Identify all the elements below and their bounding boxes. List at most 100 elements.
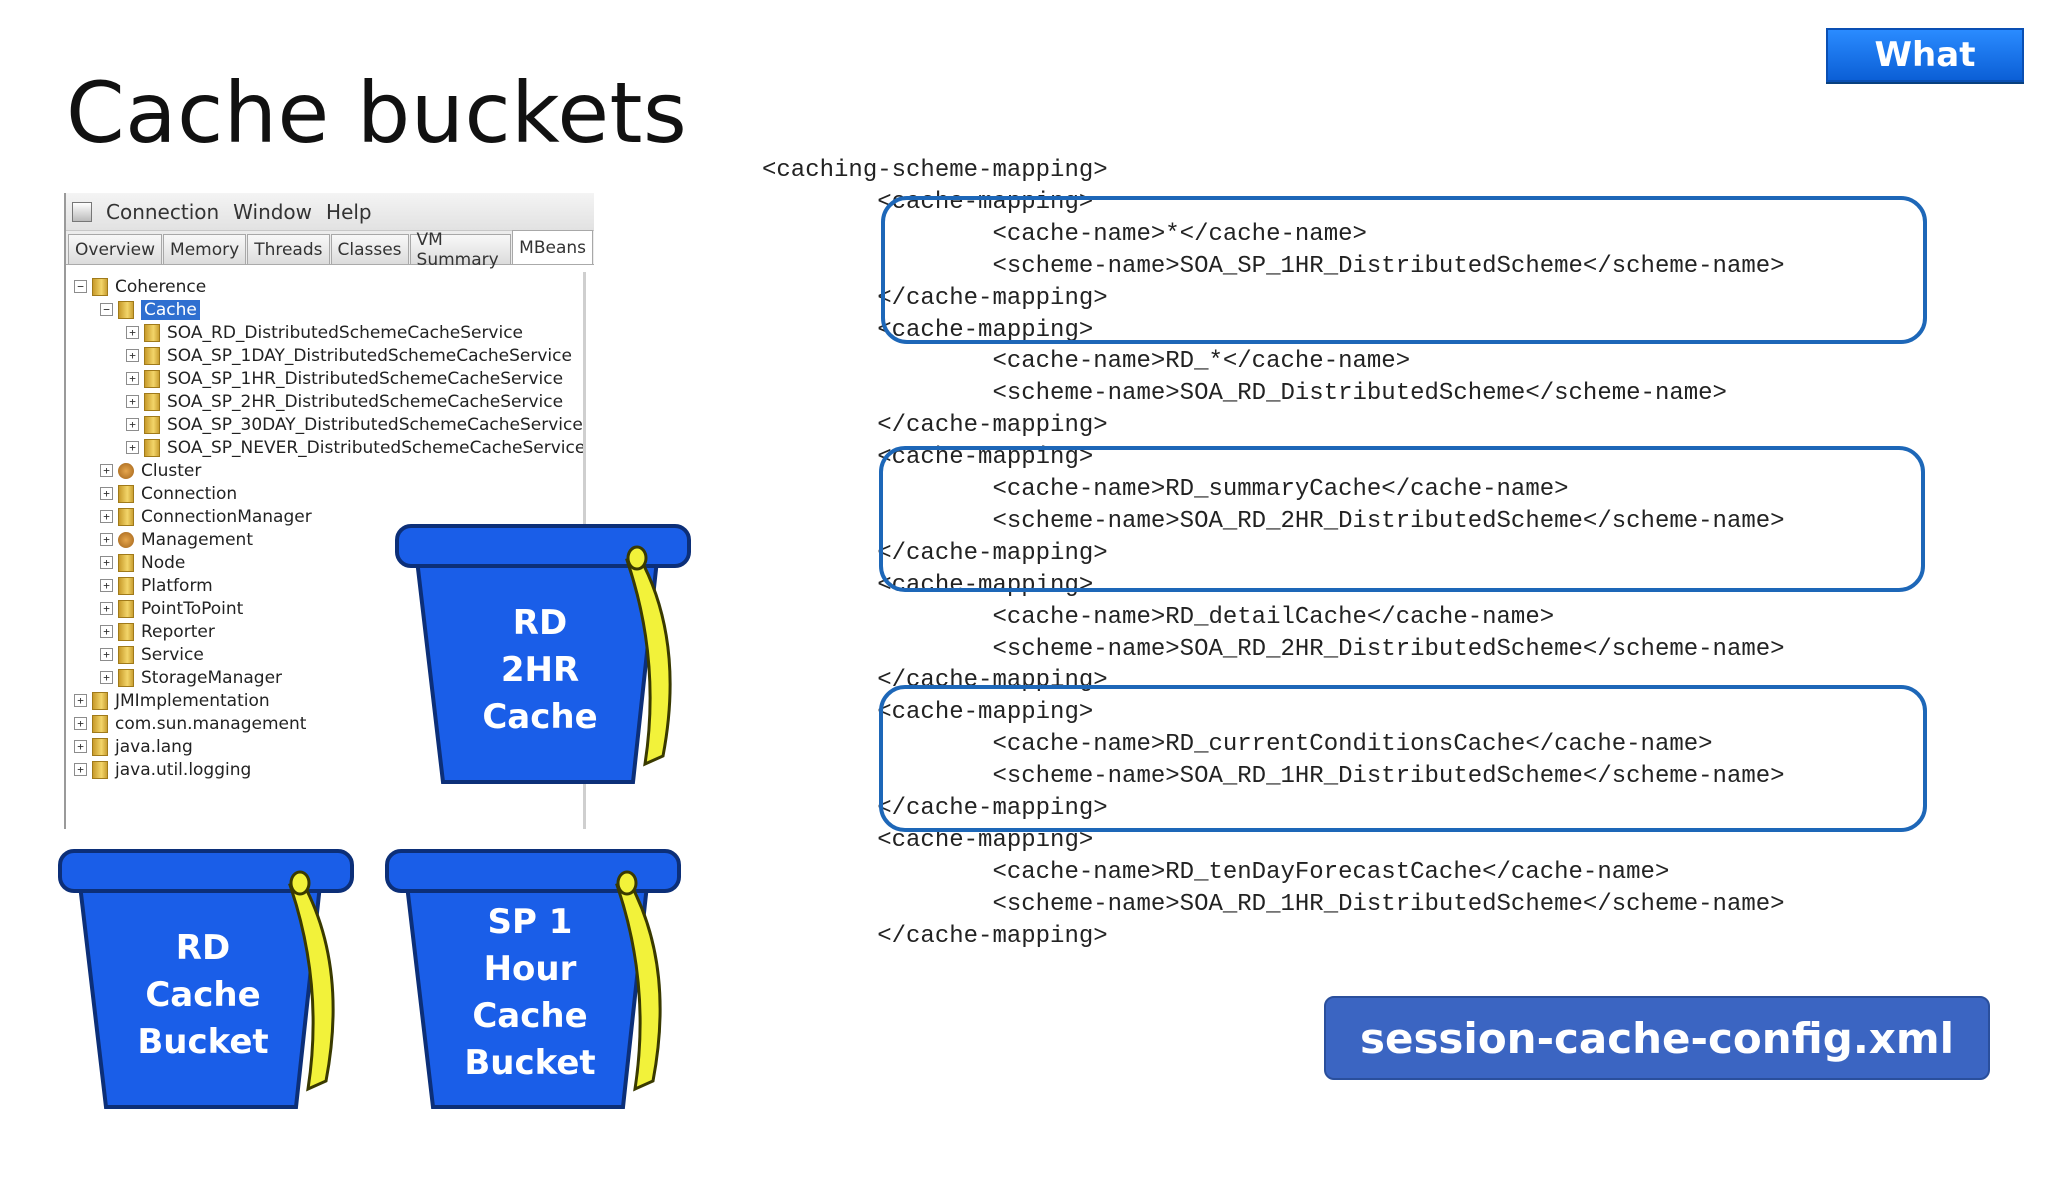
- code-line: </cache-mapping>: [762, 923, 1108, 950]
- tree-node-cache-service[interactable]: +SOA_SP_NEVER_DistributedSchemeCacheServ…: [126, 436, 585, 459]
- expander-icon[interactable]: +: [100, 648, 113, 661]
- tree-node-label: Platform: [141, 575, 213, 596]
- code-line: <scheme-name>SOA_RD_1HR_DistributedSchem…: [762, 891, 1785, 918]
- highlight-box-rd-current-conditions: [879, 685, 1927, 832]
- code-line: <scheme-name>SOA_RD_1HR_DistributedSchem…: [762, 763, 1785, 790]
- tab-threads[interactable]: Threads: [247, 234, 330, 264]
- jconsole-window: Connection Window Help Overview Memory T…: [64, 193, 594, 829]
- tab-memory[interactable]: Memory: [163, 234, 247, 264]
- tree-node-management[interactable]: + Management: [100, 528, 253, 551]
- bucket-handle-knob: [626, 545, 648, 571]
- folder-icon: [92, 714, 108, 733]
- tree-node-connectionmanager[interactable]: +ConnectionManager: [100, 505, 312, 528]
- folder-icon: [118, 300, 134, 319]
- tree-node-label: Cache: [141, 299, 200, 320]
- tree-node-platform[interactable]: + Platform: [100, 574, 213, 597]
- code-line: <cache-name>RD_detailCache</cache-name>: [762, 604, 1555, 631]
- expander-icon[interactable]: +: [126, 418, 139, 431]
- tree-node-label: SOA_SP_30DAY_DistributedSchemeCacheServi…: [167, 414, 583, 435]
- tree-node-label: Management: [141, 529, 253, 550]
- tab-vm-summary[interactable]: VM Summary: [409, 230, 512, 270]
- code-line: </cache-mapping>: [762, 667, 1108, 694]
- expander-icon[interactable]: +: [100, 625, 113, 638]
- bucket-rim: [58, 849, 354, 893]
- tree-node-cache-service[interactable]: +SOA_SP_1DAY_DistributedSchemeCacheServi…: [126, 344, 572, 367]
- expander-icon[interactable]: +: [74, 763, 87, 776]
- code-line: <scheme-name>SOA_RD_DistributedScheme</s…: [762, 380, 1727, 407]
- tree-node-storagemanager[interactable]: +StorageManager: [100, 666, 282, 689]
- tree-node-coherence[interactable]: − Coherence: [74, 275, 206, 298]
- code-line: </cache-mapping>: [762, 795, 1108, 822]
- bucket-handle-knob: [616, 870, 638, 896]
- expander-icon[interactable]: +: [100, 579, 113, 592]
- tree-node-label: Cluster: [141, 460, 202, 481]
- expander-icon[interactable]: +: [126, 441, 139, 454]
- tree-node-cache-service[interactable]: +SOA_SP_2HR_DistributedSchemeCacheServic…: [126, 390, 563, 413]
- tree-node-connection[interactable]: +Connection: [100, 482, 237, 505]
- expander-icon[interactable]: +: [100, 671, 113, 684]
- folder-icon: [118, 668, 134, 687]
- code-line: <scheme-name>SOA_RD_2HR_DistributedSchem…: [762, 636, 1785, 663]
- tree-node-label: SOA_RD_DistributedSchemeCacheService: [167, 322, 524, 343]
- tree-node-root[interactable]: +java.util.logging: [74, 758, 251, 781]
- folder-icon: [144, 415, 160, 434]
- tab-mbeans[interactable]: MBeans: [512, 230, 593, 264]
- code-line: </cache-mapping>: [762, 412, 1108, 439]
- tree-node-pointtopoint[interactable]: +PointToPoint: [100, 597, 243, 620]
- bucket-label-line: Hour: [483, 949, 577, 989]
- expander-icon[interactable]: −: [100, 303, 113, 316]
- expander-icon[interactable]: +: [74, 717, 87, 730]
- mbean-tree: −Coherence−Cache+SOA_RD_DistributedSchem…: [66, 273, 594, 829]
- folder-icon: [144, 438, 160, 457]
- code-line: <cache-mapping>: [762, 699, 1094, 726]
- code-line: <cache-mapping>: [762, 572, 1094, 599]
- bucket-label-line: Bucket: [464, 1043, 596, 1083]
- expander-icon[interactable]: +: [74, 694, 87, 707]
- expander-icon[interactable]: +: [74, 740, 87, 753]
- highlight-box-sp-1hr: [881, 196, 1927, 344]
- tree-node-root[interactable]: +com.sun.management: [74, 712, 306, 735]
- expander-icon[interactable]: +: [126, 372, 139, 385]
- expander-icon[interactable]: −: [74, 280, 87, 293]
- menu-window[interactable]: Window: [233, 199, 313, 224]
- folder-icon: [118, 576, 134, 595]
- expander-icon[interactable]: +: [100, 464, 113, 477]
- tab-overview[interactable]: Overview: [68, 234, 163, 264]
- expander-icon[interactable]: +: [100, 487, 113, 500]
- expander-icon[interactable]: +: [100, 510, 113, 523]
- tree-node-service[interactable]: +Service: [100, 643, 204, 666]
- bucket-graphic: [385, 849, 681, 1109]
- tree-node-cache-service[interactable]: +SOA_SP_1HR_DistributedSchemeCacheServic…: [126, 367, 563, 390]
- highlight-box-rd-summary: [879, 446, 1925, 592]
- code-line: <cache-name>*</cache-name>: [762, 221, 1367, 248]
- tree-node-root[interactable]: +JMImplementation: [74, 689, 270, 712]
- tree-node-label: Coherence: [115, 276, 207, 297]
- menu-connection[interactable]: Connection: [106, 199, 220, 224]
- tree-node-reporter[interactable]: + Reporter: [100, 620, 215, 643]
- menu-help[interactable]: Help: [326, 199, 372, 224]
- tree-node-node[interactable]: +Node: [100, 551, 185, 574]
- tab-classes[interactable]: Classes: [330, 234, 409, 264]
- expander-icon[interactable]: +: [126, 349, 139, 362]
- bucket-label-line: Bucket: [137, 1022, 269, 1062]
- expander-icon[interactable]: +: [100, 556, 113, 569]
- expander-icon[interactable]: +: [100, 602, 113, 615]
- code-line: <scheme-name>SOA_SP_1HR_DistributedSchem…: [762, 253, 1785, 280]
- bucket-label-line: SP 1: [487, 902, 573, 942]
- folder-icon: [118, 599, 134, 618]
- tree-node-cache-service[interactable]: + SOA_SP_30DAY_DistributedSchemeCacheServ…: [126, 413, 583, 436]
- tree-node-label: Reporter: [141, 621, 215, 642]
- code-line: <cache-name>RD_summaryCache</cache-name>: [762, 476, 1569, 503]
- folder-icon: [92, 277, 108, 296]
- expander-icon[interactable]: +: [126, 326, 139, 339]
- bucket-graphic: [395, 524, 691, 784]
- expander-icon[interactable]: +: [100, 533, 113, 546]
- tree-node-cluster[interactable]: + Cluster: [100, 459, 201, 482]
- tree-node-cache[interactable]: − Cache: [100, 298, 200, 321]
- tree-node-root[interactable]: +java.lang: [74, 735, 193, 758]
- tree-node-cache-service[interactable]: + SOA_RD_DistributedSchemeCacheService: [126, 321, 523, 344]
- expander-icon[interactable]: +: [126, 395, 139, 408]
